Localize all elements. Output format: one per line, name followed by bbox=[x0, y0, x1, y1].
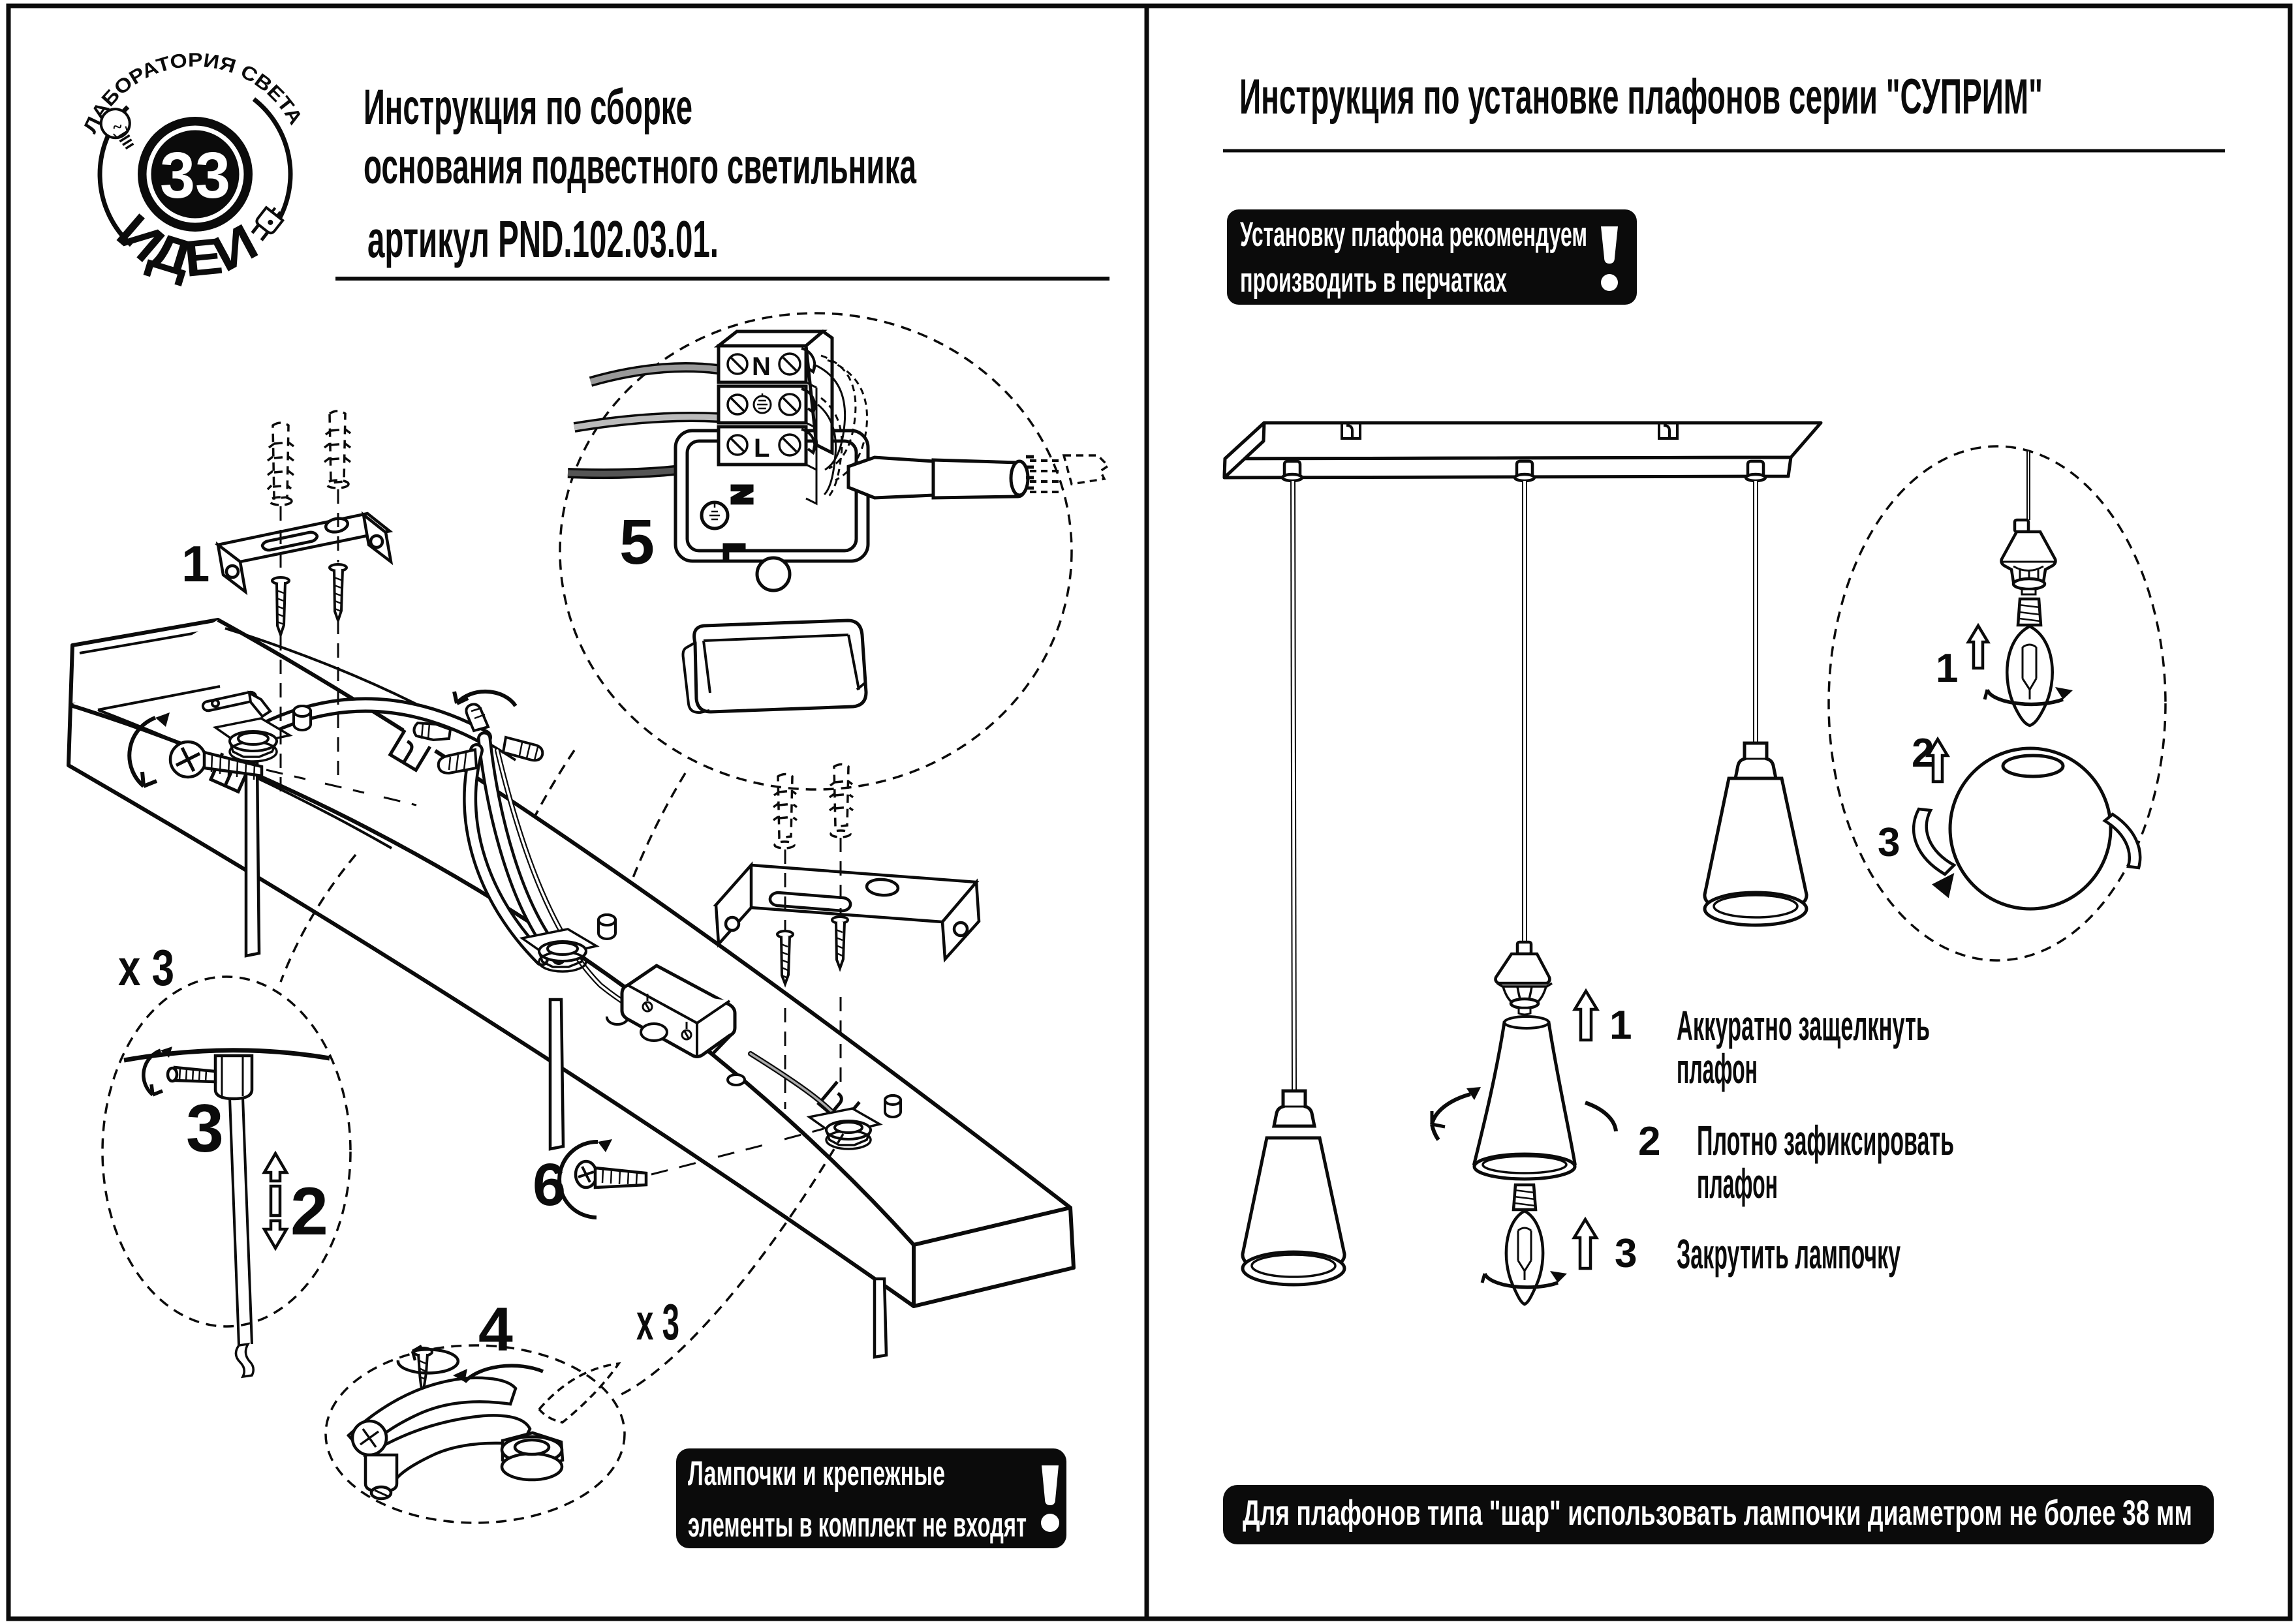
svg-text:производить в перчатках: производить в перчатках bbox=[1240, 261, 1507, 299]
svg-text:Установку плафона рекомендуем: Установку плафона рекомендуем bbox=[1240, 215, 1587, 254]
svg-text:Аккуратно защелкнуть: Аккуратно защелкнуть bbox=[1677, 1002, 1930, 1049]
svg-text:N: N bbox=[726, 484, 758, 505]
svg-text:5: 5 bbox=[619, 506, 655, 577]
svg-text:Плотно зафиксировать: Плотно зафиксировать bbox=[1697, 1117, 1954, 1164]
svg-text:артикул PND.102.03.01.: артикул PND.102.03.01. bbox=[367, 210, 719, 268]
svg-text:N: N bbox=[752, 352, 771, 381]
svg-text:L: L bbox=[718, 543, 750, 560]
svg-text:плафон: плафон bbox=[1677, 1045, 1758, 1092]
svg-text:1: 1 bbox=[1936, 646, 1958, 691]
svg-text:плафон: плафон bbox=[1697, 1160, 1778, 1207]
svg-text:3: 3 bbox=[1615, 1231, 1637, 1276]
svg-text:33: 33 bbox=[160, 139, 230, 212]
svg-text:1: 1 bbox=[181, 535, 209, 592]
svg-text:Закрутить лампочку: Закрутить лампочку bbox=[1677, 1231, 1900, 1278]
svg-text:4: 4 bbox=[478, 1295, 513, 1364]
svg-text:2: 2 bbox=[290, 1174, 328, 1249]
svg-text:элементы в комплект не входят: элементы в комплект не входят bbox=[688, 1506, 1027, 1544]
svg-text:основания подвестного светильн: основания подвестного светильника bbox=[364, 139, 916, 194]
svg-text:Лампочки и крепежные: Лампочки и крепежные bbox=[688, 1454, 945, 1493]
svg-text:3: 3 bbox=[186, 1091, 224, 1167]
svg-text:1: 1 bbox=[1609, 1003, 1632, 1048]
svg-text:x 3: x 3 bbox=[118, 939, 174, 996]
svg-text:2: 2 bbox=[1638, 1119, 1660, 1164]
svg-text:Для плафонов типа "шар" исполь: Для плафонов типа "шар" использовать лам… bbox=[1243, 1493, 2192, 1533]
svg-text:Инструкция по сборке: Инструкция по сборке bbox=[364, 80, 692, 135]
svg-text:L: L bbox=[754, 434, 769, 463]
svg-text:2: 2 bbox=[1912, 731, 1934, 776]
svg-text:3: 3 bbox=[1878, 820, 1900, 865]
svg-text:x 3: x 3 bbox=[636, 1293, 679, 1351]
svg-text:Инструкция по установке плафон: Инструкция по установке плафонов серии "… bbox=[1239, 69, 2043, 125]
